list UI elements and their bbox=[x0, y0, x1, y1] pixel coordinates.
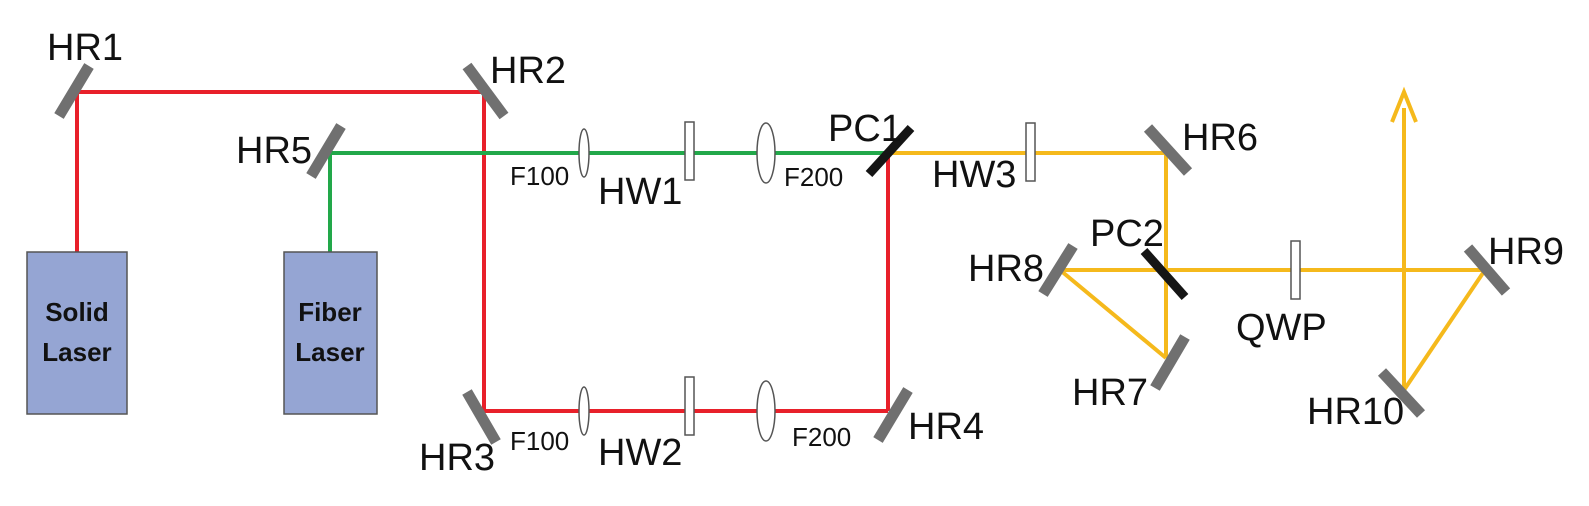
label-hw2: HW2 bbox=[598, 432, 682, 474]
waveplate-hw1 bbox=[684, 121, 695, 181]
waveplate-qwp bbox=[1290, 240, 1301, 300]
lens-f200-top bbox=[756, 122, 776, 184]
polarizers bbox=[865, 124, 1189, 300]
mirror-hr8 bbox=[1038, 243, 1078, 297]
label-hr9: HR9 bbox=[1488, 231, 1564, 273]
label-f200-top: F200 bbox=[784, 162, 843, 192]
label-f100-top: F100 bbox=[510, 161, 569, 191]
yellow-beam-segment bbox=[1402, 268, 1487, 392]
mirror-hr4 bbox=[873, 387, 913, 443]
label-qwp: QWP bbox=[1236, 307, 1327, 349]
yellow-beam-segment bbox=[1058, 268, 1168, 360]
label-hw3: HW3 bbox=[932, 154, 1016, 196]
mirror-hr3 bbox=[462, 389, 501, 445]
mirrors bbox=[54, 62, 1511, 445]
component-labels: HR1 HR2 HR5 HR3 HR4 HR6 HR8 HR7 HR9 HR10… bbox=[47, 27, 1564, 479]
label-hr2: HR2 bbox=[490, 50, 566, 92]
lens-f100-top bbox=[578, 128, 590, 178]
fiber-laser-label-line2: Laser bbox=[295, 337, 364, 367]
lens-f200-bottom bbox=[756, 380, 776, 442]
mirror-hr6 bbox=[1143, 124, 1193, 176]
green-beam-path bbox=[328, 151, 888, 252]
label-f100-bottom: F100 bbox=[510, 426, 569, 456]
yellow-beam-path bbox=[888, 86, 1487, 392]
fiber-laser-box bbox=[283, 251, 378, 415]
solid-laser-label-line2: Laser bbox=[42, 337, 111, 367]
label-hr1: HR1 bbox=[47, 27, 123, 69]
polarizer-pc2 bbox=[1140, 248, 1189, 300]
mirror-hr2 bbox=[462, 62, 509, 120]
label-hr3: HR3 bbox=[419, 437, 495, 479]
label-hr5: HR5 bbox=[236, 130, 312, 172]
solid-laser: Solid Laser bbox=[26, 251, 128, 415]
label-hw1: HW1 bbox=[598, 171, 682, 213]
label-hr6: HR6 bbox=[1182, 117, 1258, 159]
label-pc1: PC1 bbox=[828, 108, 902, 150]
label-hr10: HR10 bbox=[1307, 391, 1404, 433]
mirror-hr10 bbox=[1377, 368, 1426, 418]
label-f200-bottom: F200 bbox=[792, 422, 851, 452]
label-hr4: HR4 bbox=[908, 406, 984, 448]
lens-f100-bottom bbox=[578, 386, 590, 436]
solid-laser-label-line1: Solid bbox=[45, 297, 109, 327]
fiber-laser-label-line1: Fiber bbox=[298, 297, 362, 327]
waveplate-hw2 bbox=[684, 376, 695, 436]
label-hr8: HR8 bbox=[968, 248, 1044, 290]
lenses bbox=[578, 122, 776, 442]
mirror-hr7 bbox=[1150, 334, 1190, 391]
waveplate-hw3 bbox=[1025, 122, 1036, 182]
mirror-hr1 bbox=[54, 63, 94, 119]
waveplates bbox=[684, 121, 1301, 436]
mirror-hr5 bbox=[306, 123, 346, 179]
fiber-laser: Fiber Laser bbox=[283, 251, 378, 415]
mirror-hr9 bbox=[1463, 244, 1511, 296]
polarizer-pc1 bbox=[865, 124, 915, 178]
label-pc2: PC2 bbox=[1090, 213, 1164, 255]
solid-laser-box bbox=[26, 251, 128, 415]
label-hr7: HR7 bbox=[1072, 372, 1148, 414]
output-arrow-icon bbox=[1390, 86, 1418, 123]
